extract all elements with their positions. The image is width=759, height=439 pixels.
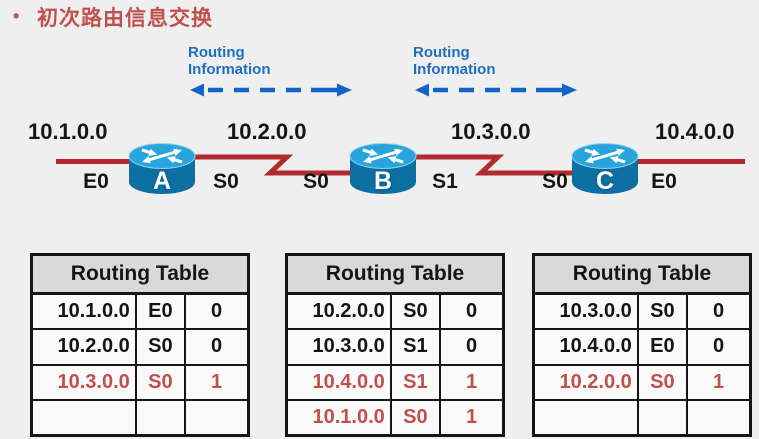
interface-label-s0-b-left: S0 [303,170,329,193]
routing-table-title: Routing Table [535,256,749,295]
router-b-icon: B [348,140,418,196]
routing-table-title: Routing Table [288,256,502,295]
routing-table-cell-network: 10.2.0.0 [535,365,639,399]
routing-info-line1: Routing [188,44,245,61]
routing-table-cell-hops: 0 [465,300,478,323]
routing-table-cell-iface: E0 [137,295,186,329]
routing-table-cell-iface: E0 [639,330,688,364]
ethernet-link-left [56,159,134,164]
routing-table-cell-iface: S0 [137,330,186,364]
serial-link-b-c [385,154,585,176]
network-label-10-1-0-0: 10.1.0.0 [28,119,108,144]
router-b-letter: B [373,167,393,195]
page-title: 初次路由信息交换 [37,7,213,30]
routing-table-cell-iface: S0 [392,295,441,329]
routing-table-cell-hops: 0 [712,300,725,323]
routing-table-cell-network: 10.3.0.0 [33,365,137,399]
routing-info-line1: Routing [413,44,470,61]
router-cross-arrows-icon [141,148,183,164]
routing-info-line2: Information [188,61,271,78]
routing-table-cell-network: 10.1.0.0 [33,295,137,329]
routing-table-cell-iface: S0 [137,365,186,399]
routing-exchange-arrow-right [415,83,577,97]
routing-table-cell-network: 10.3.0.0 [288,330,392,364]
routing-table-cell-iface [639,400,688,434]
routing-table-cell-network: 10.2.0.0 [33,330,137,364]
routing-table-cell-network [33,400,137,434]
interface-label-e0-c: E0 [651,170,677,193]
routing-table-row [535,400,749,434]
router-icon [571,143,639,194]
interface-label-s1-b: S1 [432,170,458,193]
routing-table-cell-iface: S1 [392,330,441,364]
routing-table-cell-network: 10.2.0.0 [288,295,392,329]
network-label-10-2-0-0: 10.2.0.0 [227,119,307,144]
router-a-letter: A [152,167,172,195]
title-bullet: • [13,6,20,26]
routing-table-cell-iface [137,400,186,434]
routing-table-cell-network: 10.4.0.0 [535,330,639,364]
routing-table-cell-iface: S1 [392,365,441,399]
router-cross-arrows-icon [362,148,404,164]
routing-table-cell-hops: 0 [712,335,725,358]
interface-label-e0-a: E0 [83,170,109,193]
routing-table-cell-network: 10.4.0.0 [288,365,392,399]
interface-label-s0-a: S0 [213,170,239,193]
router-c-icon: C [570,140,640,196]
router-a-icon: A [127,140,197,196]
routing-table-cell-hops [688,401,749,434]
routing-table-cell-hops [186,401,247,434]
routing-info-label-right: Routing Information [413,44,496,78]
network-label-10-4-0-0: 10.4.0.0 [655,119,735,144]
routing-table-title: Routing Table [33,256,247,295]
routing-table-cell-hops: 0 [210,300,223,323]
serial-link-a-b [160,154,360,176]
routing-info-label-left: Routing Information [188,44,271,78]
routing-table-cell-network: 10.1.0.0 [288,400,392,434]
ethernet-link-right [635,159,745,164]
router-icon [349,143,417,194]
routing-table-cell-hops: 1 [465,370,478,393]
router-cross-arrows-icon [584,148,626,164]
router-icon [128,143,196,194]
routing-info-line2: Information [413,61,496,78]
interface-label-s0-c: S0 [542,170,568,193]
routing-table-cell-network: 10.3.0.0 [535,295,639,329]
routing-table-cell-hops: 1 [210,370,223,393]
routing-table-row [33,400,247,434]
routing-table-cell-iface: S0 [392,400,441,434]
router-c-letter: C [595,167,615,195]
routing-table-cell-hops: 1 [465,405,478,428]
routing-exchange-arrow-left [190,83,352,97]
routing-table-cell-hops: 1 [712,370,725,393]
network-label-10-3-0-0: 10.3.0.0 [451,119,531,144]
routing-table-cell-hops: 0 [210,335,223,358]
routing-table-cell-iface: S0 [639,295,688,329]
routing-table-cell-hops: 0 [465,335,478,358]
routing-table-cell-network [535,400,639,434]
routing-table-cell-iface: S0 [639,365,688,399]
